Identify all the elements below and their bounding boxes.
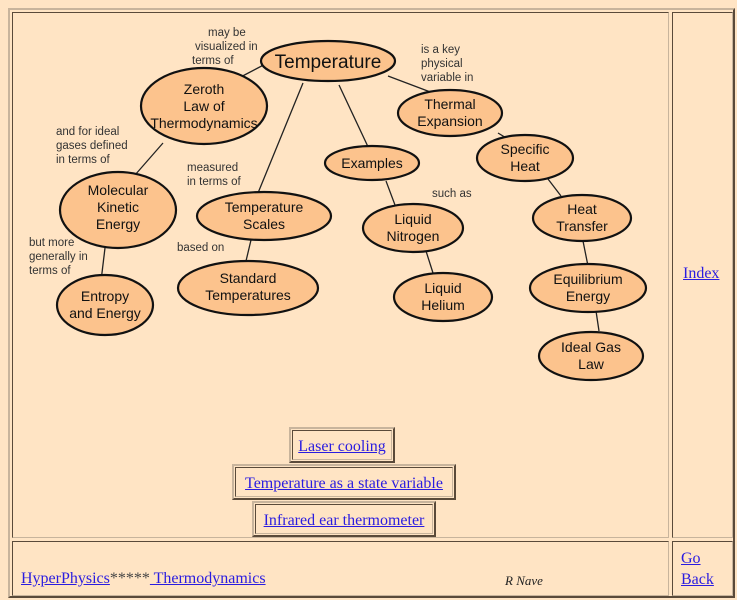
relation-such-as: such as — [432, 188, 472, 200]
ear-thermometer-link[interactable]: Infrared ear thermometer — [263, 512, 425, 529]
relation-visualized: may be visualized in terms of — [192, 27, 261, 67]
edge-nitrogen-helium — [425, 250, 434, 274]
edge-temperature-expansion — [387, 75, 434, 94]
footer-cell: HyperPhysics***** Thermodynamics R Nave — [12, 541, 669, 596]
laser-cooling-link[interactable]: Laser cooling — [298, 438, 386, 455]
relation-more-generally: but more generally in terms of — [29, 237, 91, 277]
node-examples: Examples — [323, 144, 421, 182]
edges — [100, 58, 600, 332]
relation-based-on: based on — [177, 242, 224, 254]
node-temperature: Temperature — [259, 39, 397, 83]
relation-key-variable: is a key physical variable in — [421, 44, 473, 84]
index-link[interactable]: Index — [683, 265, 720, 282]
footer-breadcrumb: HyperPhysics***** Thermodynamics — [21, 570, 266, 588]
index-cell: Index — [672, 12, 733, 538]
edge-examples-nitrogen — [385, 180, 396, 206]
go-back-line2: Back — [681, 571, 714, 588]
edge-temperature-scales — [257, 82, 304, 194]
concept-map-cell: may be visualized in terms of is a key p… — [12, 12, 669, 538]
thermodynamics-link[interactable]: Thermodynamics — [149, 570, 266, 587]
ear-thermometer-box: Infrared ear thermometer — [252, 501, 436, 537]
laser-cooling-box: Laser cooling — [289, 427, 395, 463]
edge-transfer-equilibrium — [582, 240, 589, 267]
page-table: may be visualized in terms of is a key p… — [8, 8, 735, 598]
state-variable-link[interactable]: Temperature as a state variable — [245, 475, 443, 492]
relation-ideal-gases: and for ideal gases defined in terms of — [56, 126, 131, 166]
go-back-line1: Go — [681, 550, 701, 567]
edge-scales-standard — [245, 239, 252, 262]
relation-measured: measured in terms of — [187, 162, 241, 188]
edge-temperature-examples — [338, 84, 371, 152]
svg-text:Temperature: Temperature — [275, 52, 382, 73]
edge-zeroth-molecular — [134, 142, 164, 176]
concept-map: may be visualized in terms of is a key p… — [29, 27, 648, 382]
state-variable-box: Temperature as a state variable — [232, 464, 456, 500]
author-credit: R Nave — [505, 573, 543, 588]
edge-equilibrium-idealgas — [595, 310, 600, 332]
separator-stars: ***** — [109, 570, 150, 587]
hyperphysics-link[interactable]: HyperPhysics — [21, 570, 110, 587]
edge-specific-transfer — [547, 178, 562, 197]
svg-text:Examples: Examples — [341, 155, 402, 171]
